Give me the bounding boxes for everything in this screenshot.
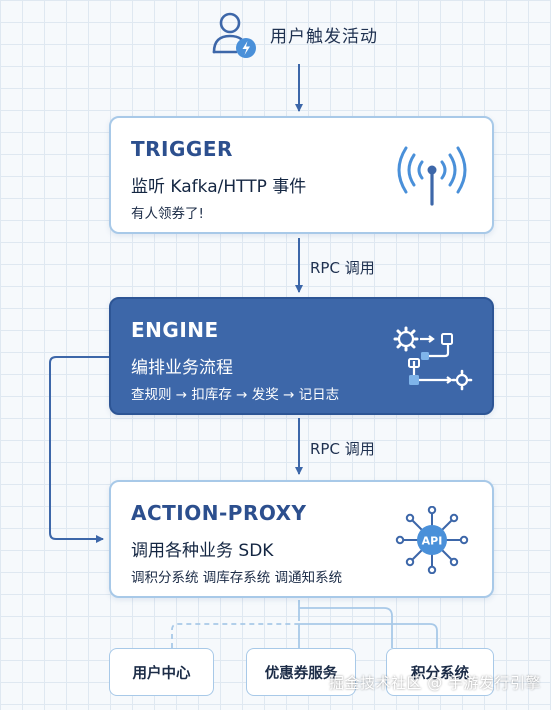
service-coupon: 优惠券服务 — [246, 648, 356, 696]
trigger-card: TRIGGER 监听 Kafka/HTTP 事件 有人领券了! — [109, 116, 494, 234]
engine-title: ENGINE — [131, 318, 219, 342]
service-user-center: 用户中心 — [109, 648, 214, 696]
service-label: 优惠券服务 — [264, 665, 338, 682]
edge-label-rpc-2: RPC 调用 — [310, 440, 375, 458]
workflow-gears-icon — [393, 326, 473, 391]
trigger-note: 有人领券了! — [131, 206, 204, 222]
user-lightning-icon — [212, 12, 256, 58]
api-hub-icon: API — [395, 506, 469, 574]
watermark: 掘金技术社区 @ 手游发行引擎 — [328, 674, 541, 692]
arrow-engine-to-proxy-side — [49, 356, 109, 543]
service-label: 积分系统 — [411, 665, 469, 682]
action-proxy-card: ACTION-PROXY 调用各种业务 SDK 调积分系统 调库存系统 调通知系… — [109, 480, 494, 598]
service-points: 积分系统 — [386, 648, 494, 696]
broadcast-antenna-icon — [397, 146, 467, 206]
api-badge-label: API — [422, 535, 443, 548]
action-proxy-title: ACTION-PROXY — [131, 501, 307, 525]
action-proxy-note: 调积分系统 调库存系统 调通知系统 — [131, 570, 343, 586]
user-trigger-label: 用户触发活动 — [270, 26, 378, 47]
engine-subtitle: 编排业务流程 — [131, 358, 233, 378]
engine-card: ENGINE 编排业务流程 查规则 → 扣库存 → 发奖 → 记日志 — [109, 297, 494, 415]
edge-label-rpc-1: RPC 调用 — [310, 259, 375, 277]
service-label: 用户中心 — [132, 665, 191, 682]
trigger-title: TRIGGER — [131, 137, 233, 161]
action-proxy-subtitle: 调用各种业务 SDK — [131, 541, 274, 561]
engine-note: 查规则 → 扣库存 → 发奖 → 记日志 — [131, 387, 340, 403]
user-trigger-node: 用户触发活动 — [206, 6, 436, 62]
trigger-subtitle: 监听 Kafka/HTTP 事件 — [131, 177, 307, 197]
